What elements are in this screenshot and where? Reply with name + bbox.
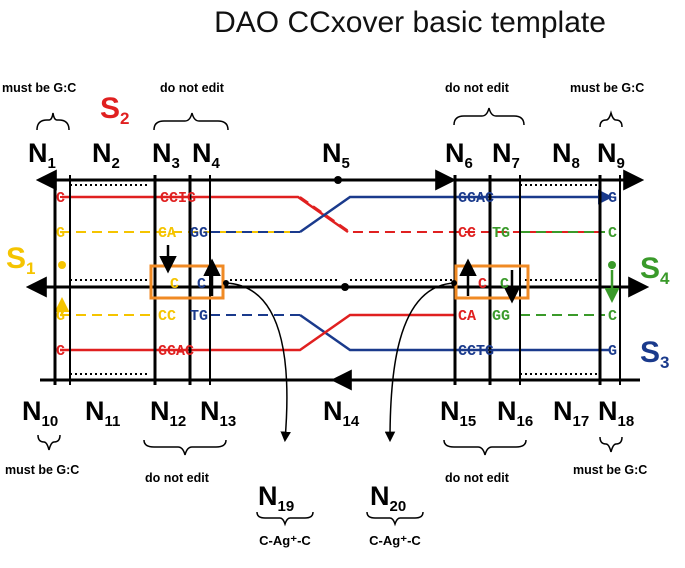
node-label-bottom-n14: N14 <box>323 396 360 430</box>
node-label-bottom-n13: N13 <box>200 396 236 430</box>
base-r4-left-pair: GGAC <box>158 343 194 360</box>
node-label-bottom-n10: N10 <box>22 396 58 430</box>
base-r2-left-pair-b: GG <box>190 225 208 242</box>
strand-label-s4: S4 <box>640 252 670 288</box>
diagram-title: DAO CCxover basic template <box>214 6 606 39</box>
note-bottom-right-mid: do not edit <box>445 471 510 485</box>
node-label-bottom-n16: N16 <box>497 396 533 430</box>
base-r3-left-pair-b: TG <box>190 308 208 325</box>
base-mid-left-c1: C <box>170 276 179 293</box>
node-label-bottom-n11: N11 <box>85 396 120 430</box>
brace-bottom-right-mid <box>443 439 527 456</box>
brace-top-left-mid <box>153 112 229 131</box>
base-r3-right-pair-b: GG <box>492 308 510 325</box>
highlight-left-cc <box>149 264 225 300</box>
brace-top-right-mid <box>453 107 525 126</box>
note-bottom-right: must be G:C <box>573 463 647 477</box>
base-r4-right-pair: CCTG <box>458 343 494 360</box>
caption-n19: C-Ag⁺-C <box>259 533 311 548</box>
bottom-node-labels: N10 N11 N12 N13 N14 N15 N16 N17 N18 <box>22 396 634 430</box>
node-label-top-n8: N8 <box>552 138 580 172</box>
base-r2-right-pair-a: CC <box>458 225 476 242</box>
strand-s2-row4 <box>60 313 455 352</box>
node-label-top-n7: N7 <box>492 138 520 172</box>
note-top-left: must be G:C <box>2 81 76 95</box>
base-r3-right-end: C <box>608 308 617 325</box>
base-mid-right-c2: C <box>500 276 509 293</box>
arrow-to-n19 <box>224 282 291 443</box>
node-label-top-n3: N3 <box>152 138 180 172</box>
top-node-labels: N1 N2 N3 N4 N5 N6 N7 N8 N9 <box>28 138 625 172</box>
node-label-n19: N19 <box>258 481 294 515</box>
caption-n20: C-Ag⁺-C <box>369 533 421 548</box>
base-mid-left-c2: C <box>197 276 206 293</box>
note-top-left-mid: do not edit <box>160 81 225 95</box>
brace-top-right <box>599 110 623 128</box>
dot-top-center <box>334 176 342 184</box>
base-letters: C CCIG GGAC G G CA GG CC TG C C C C C G … <box>56 190 617 360</box>
brace-n20 <box>366 511 424 527</box>
note-top-right-mid: do not edit <box>445 81 510 95</box>
strand-label-s3: S3 <box>640 336 669 372</box>
strand-s3-row4 <box>299 313 610 352</box>
dot-mid-center <box>341 283 349 291</box>
brace-n19 <box>256 511 314 527</box>
strand-s2-row1-solid <box>62 195 349 234</box>
node-label-top-n6: N6 <box>445 138 473 172</box>
node-label-top-n9: N9 <box>597 138 625 172</box>
strand-label-s2: S2 <box>100 92 129 128</box>
arrow-to-n20 <box>384 282 456 443</box>
base-r1-right-end: G <box>608 190 617 207</box>
base-r3-left-pair-a: CC <box>158 308 176 325</box>
base-r3-right-pair-a: CA <box>458 308 476 325</box>
node-label-bottom-n12: N12 <box>150 396 186 430</box>
base-r3-left-end: G <box>56 308 65 325</box>
base-r2-right-end: C <box>608 225 617 242</box>
brace-bottom-left-mid <box>143 439 227 456</box>
node-label-top-n5: N5 <box>322 138 350 172</box>
note-bottom-left: must be G:C <box>5 463 79 477</box>
note-top-right: must be G:C <box>570 81 644 95</box>
base-mid-right-c1: C <box>478 276 487 293</box>
base-r1-right-pair: GGAC <box>458 190 494 207</box>
note-bottom-left-mid: do not edit <box>145 471 210 485</box>
strand-label-s1: S1 <box>6 242 35 278</box>
node-label-bottom-n15: N15 <box>440 396 476 430</box>
base-r1-left-end: C <box>56 190 65 207</box>
base-r1-left-pair: CCIG <box>160 190 196 207</box>
base-r4-right-end: G <box>608 343 617 360</box>
node-label-bottom-n18: N18 <box>598 396 634 430</box>
base-r2-right-pair-b: TG <box>492 225 510 242</box>
brace-bottom-right <box>599 436 623 453</box>
strand-s2-row1 <box>60 196 610 233</box>
base-r4-left-end: C <box>56 343 65 360</box>
node-label-top-n1: N1 <box>28 138 56 172</box>
node-label-top-n2: N2 <box>92 138 120 172</box>
base-r2-left-end: G <box>56 225 65 242</box>
base-r2-left-pair-a: CA <box>158 225 176 242</box>
node-label-top-n4: N4 <box>192 138 221 172</box>
brace-top-left <box>36 112 70 131</box>
brace-bottom-left <box>37 434 61 451</box>
node-label-n20: N20 <box>370 481 406 515</box>
node-label-bottom-n17: N17 <box>553 396 589 430</box>
